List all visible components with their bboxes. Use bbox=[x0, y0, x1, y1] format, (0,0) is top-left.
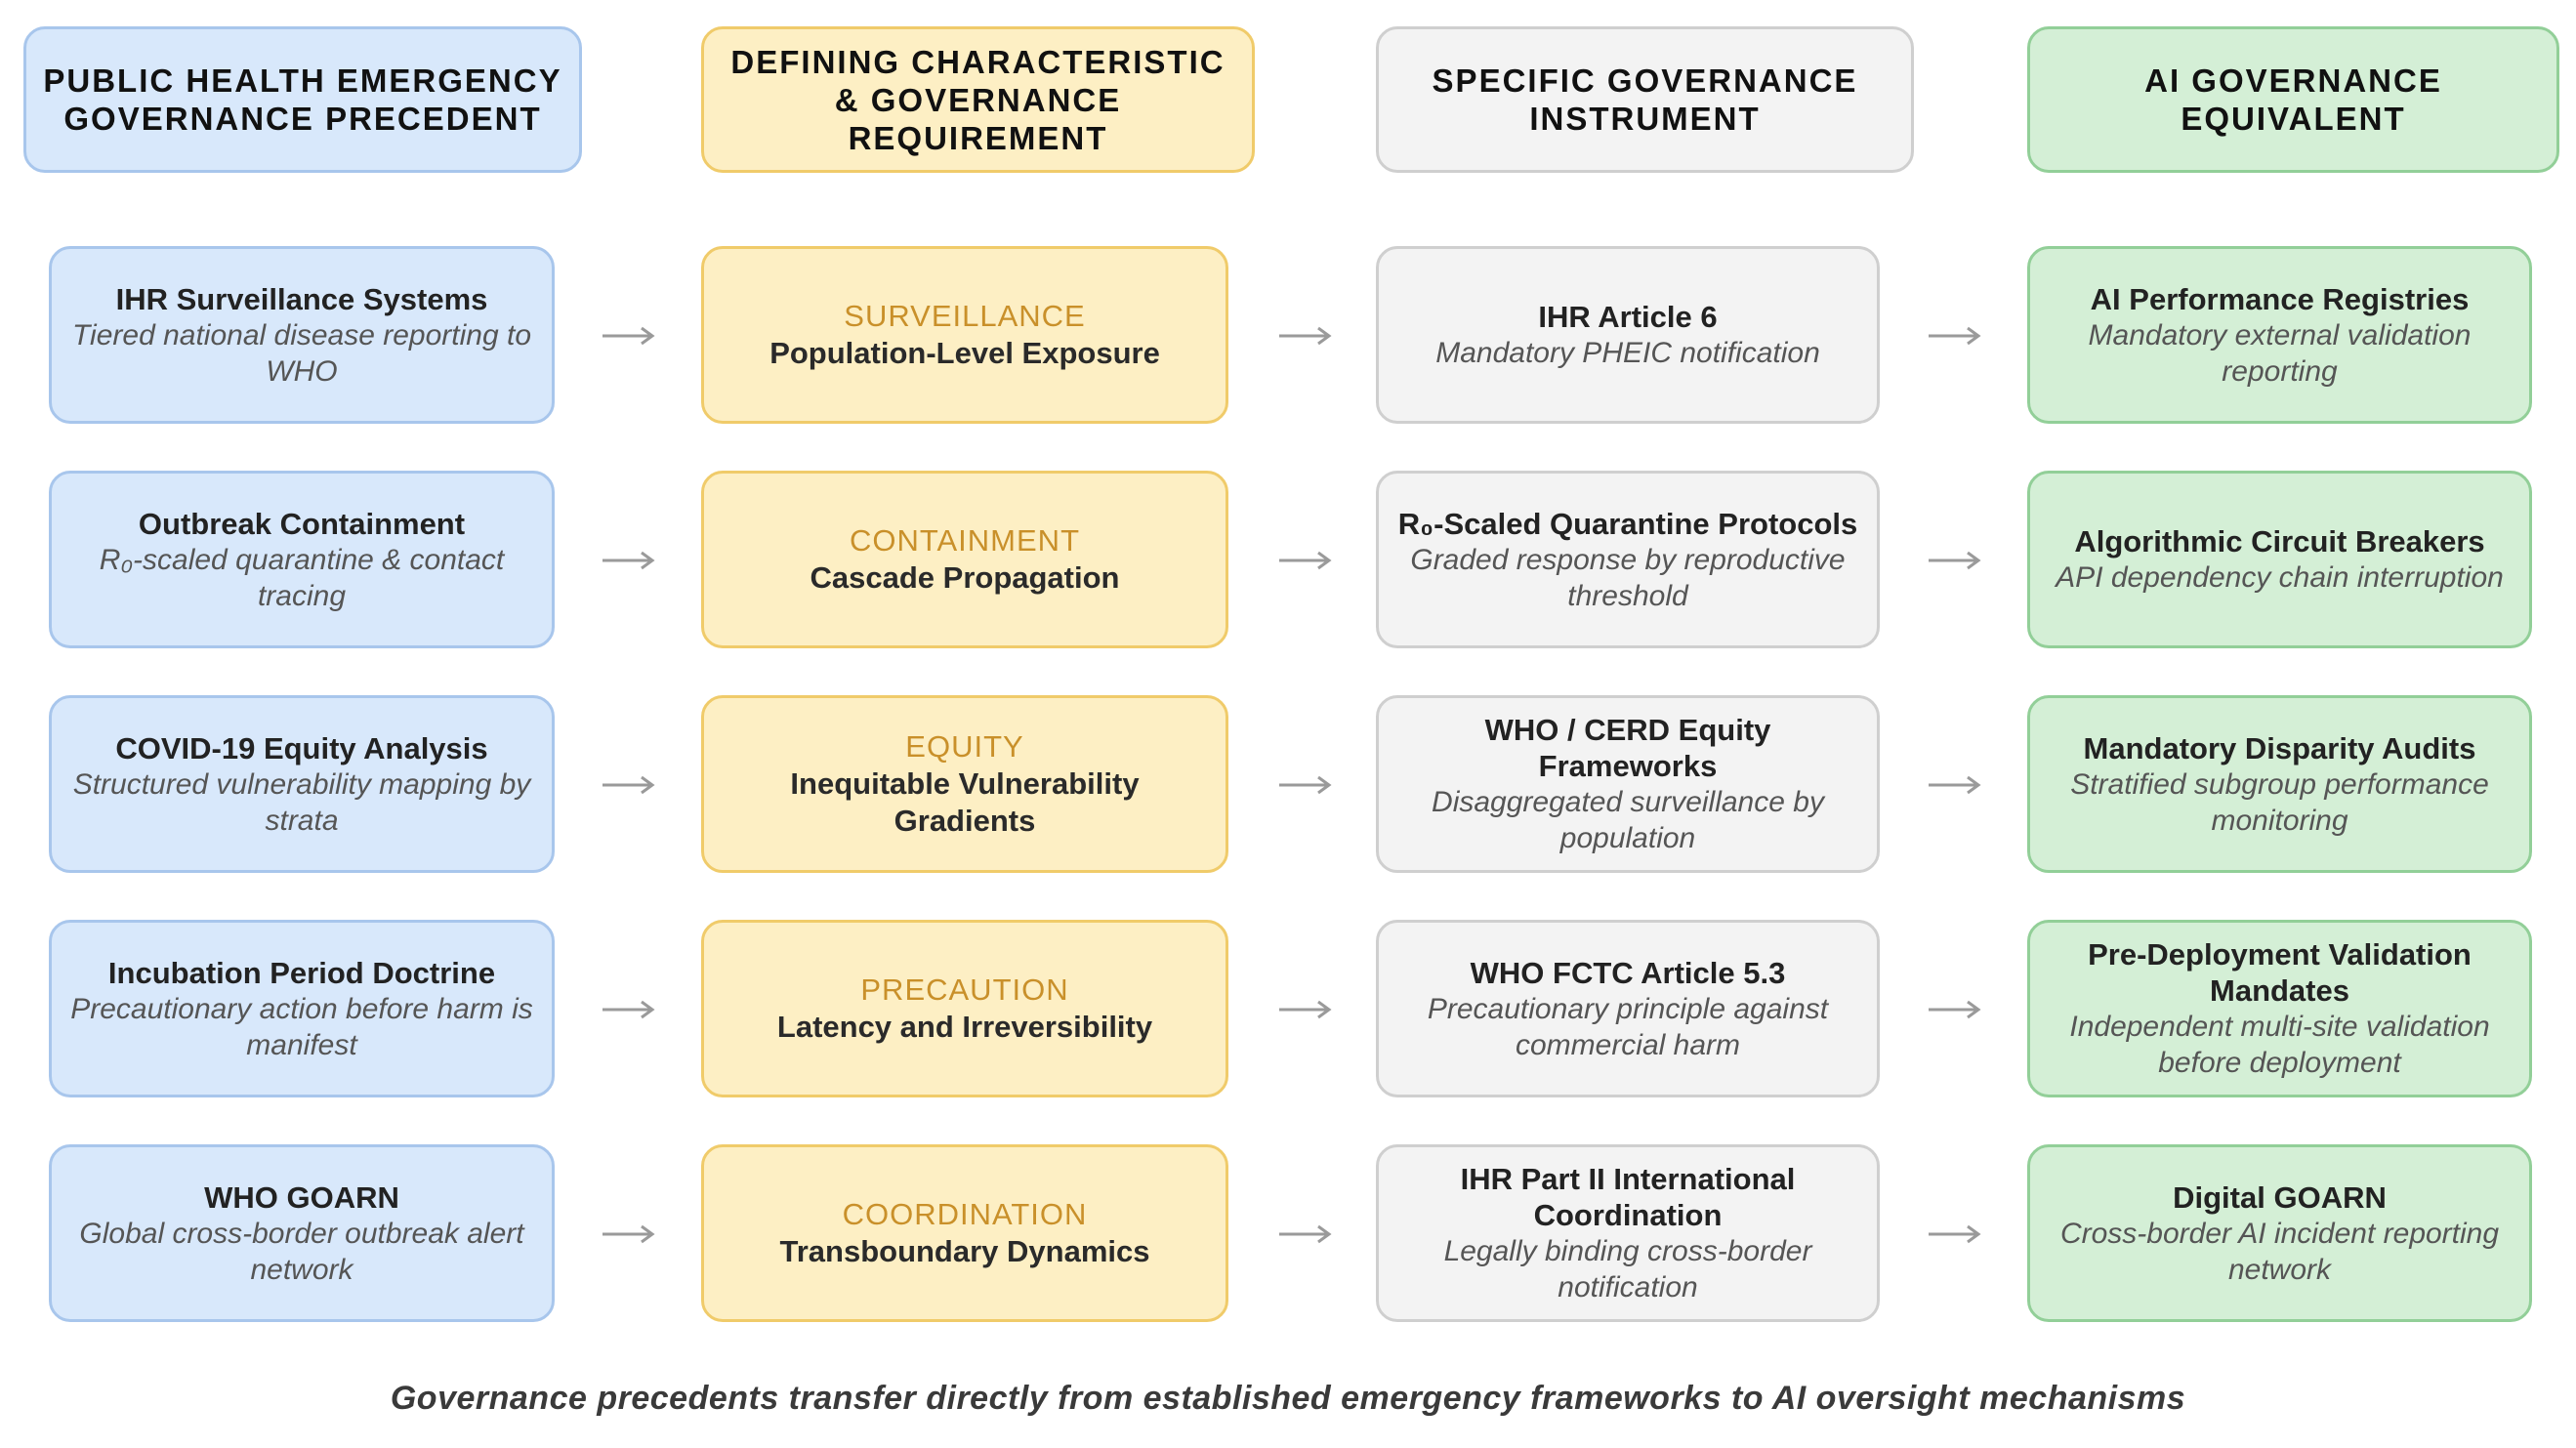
right-arrow-icon bbox=[1929, 1224, 1981, 1244]
precedent-desc: Precautionary action before harm is mani… bbox=[70, 992, 533, 1061]
characteristic-requirement: Cascade Propagation bbox=[810, 560, 1120, 595]
ai-box: AI Performance Registries Mandatory exte… bbox=[2027, 246, 2532, 424]
characteristic-requirement: Transboundary Dynamics bbox=[779, 1234, 1150, 1268]
instrument-title: WHO / CERD Equity Frameworks bbox=[1484, 713, 1771, 783]
ai-desc: Independent multi-site validation before… bbox=[2069, 1011, 2490, 1079]
precedent-title: IHR Surveillance Systems bbox=[115, 281, 488, 316]
instrument-box: WHO FCTC Article 5.3 Precautionary princ… bbox=[1376, 920, 1880, 1097]
characteristic-category: SURVEILLANCE bbox=[844, 299, 1086, 333]
right-arrow-icon bbox=[1929, 775, 1981, 795]
characteristic-category: CONTAINMENT bbox=[849, 523, 1081, 558]
characteristic-box: SURVEILLANCE Population-Level Exposure bbox=[701, 246, 1228, 424]
precedent-desc: Tiered national disease reporting to WHO bbox=[71, 318, 532, 388]
right-arrow-icon bbox=[602, 326, 655, 346]
ai-box: Mandatory Disparity Audits Stratified su… bbox=[2027, 695, 2532, 873]
right-arrow-icon bbox=[1279, 551, 1332, 570]
precedent-title: Outbreak Containment bbox=[138, 506, 466, 541]
precedent-title: COVID-19 Equity Analysis bbox=[115, 730, 488, 765]
instrument-title: IHR Article 6 bbox=[1538, 300, 1718, 334]
characteristic-box: COORDINATION Transboundary Dynamics bbox=[701, 1144, 1228, 1322]
right-arrow-icon bbox=[1279, 775, 1332, 795]
right-arrow-icon bbox=[602, 1000, 655, 1019]
precedent-desc: Global cross-border outbreak alert netwo… bbox=[79, 1217, 524, 1286]
instrument-box: R₀-Scaled Quarantine Protocols Graded re… bbox=[1376, 471, 1880, 648]
instrument-title: R₀-Scaled Quarantine Protocols bbox=[1397, 506, 1858, 541]
characteristic-category: COORDINATION bbox=[842, 1197, 1088, 1231]
ai-title: Digital GOARN bbox=[2173, 1179, 2387, 1215]
ai-box: Digital GOARN Cross-border AI incident r… bbox=[2027, 1144, 2532, 1322]
precedent-box: Incubation Period Doctrine Precautionary… bbox=[49, 920, 555, 1097]
right-arrow-icon bbox=[1279, 326, 1332, 346]
characteristic-category: PRECAUTION bbox=[860, 972, 1069, 1007]
characteristic-requirement: Inequitable Vulnerability Gradients bbox=[790, 766, 1140, 838]
instrument-desc: Legally binding cross-border notificatio… bbox=[1443, 1235, 1812, 1303]
characteristic-requirement: Population-Level Exposure bbox=[769, 336, 1160, 370]
ai-title: Algorithmic Circuit Breakers bbox=[2074, 524, 2485, 559]
instrument-title: WHO FCTC Article 5.3 bbox=[1470, 955, 1786, 990]
ai-box: Algorithmic Circuit Breakers API depende… bbox=[2027, 471, 2532, 648]
instrument-desc: Mandatory PHEIC notification bbox=[1435, 337, 1820, 369]
characteristic-box: EQUITY Inequitable Vulnerability Gradien… bbox=[701, 695, 1228, 873]
ai-title: AI Performance Registries bbox=[2090, 281, 2470, 316]
characteristic-box: CONTAINMENT Cascade Propagation bbox=[701, 471, 1228, 648]
ai-title: Mandatory Disparity Audits bbox=[2083, 730, 2476, 765]
ai-desc: Stratified subgroup performance monitori… bbox=[2070, 767, 2489, 837]
header-text: DEFINING CHARACTERISTIC& GOVERNANCE REQU… bbox=[730, 43, 1226, 156]
ai-desc: Mandatory external validation reporting bbox=[2088, 318, 2472, 388]
right-arrow-icon bbox=[602, 775, 655, 795]
right-arrow-icon bbox=[1929, 1000, 1981, 1019]
right-arrow-icon bbox=[602, 551, 655, 570]
right-arrow-icon bbox=[1929, 551, 1981, 570]
ai-desc: API dependency chain interruption bbox=[2056, 561, 2504, 594]
ai-title: Pre-Deployment Validation Mandates bbox=[2088, 937, 2472, 1008]
instrument-box: WHO / CERD Equity Frameworks Disaggregat… bbox=[1376, 695, 1880, 873]
ai-box: Pre-Deployment Validation Mandates Indep… bbox=[2027, 920, 2532, 1097]
right-arrow-icon bbox=[1279, 1000, 1332, 1019]
precedent-desc: Structured vulnerability mapping by stra… bbox=[72, 767, 531, 837]
precedent-box: WHO GOARN Global cross-border outbreak a… bbox=[49, 1144, 555, 1322]
figure-caption: Governance precedents transfer directly … bbox=[390, 1380, 2186, 1417]
instrument-desc: Disaggregated surveillance by population bbox=[1432, 786, 1824, 854]
characteristic-requirement: Latency and Irreversibility bbox=[776, 1010, 1153, 1044]
precedent-title: Incubation Period Doctrine bbox=[107, 955, 496, 990]
right-arrow-icon bbox=[602, 1224, 655, 1244]
precedent-title: WHO GOARN bbox=[204, 1179, 399, 1215]
instrument-box: IHR Article 6 Mandatory PHEIC notificati… bbox=[1376, 246, 1880, 424]
precedent-box: IHR Surveillance Systems Tiered national… bbox=[49, 246, 555, 424]
precedent-box: COVID-19 Equity Analysis Structured vuln… bbox=[49, 695, 555, 873]
right-arrow-icon bbox=[1279, 1224, 1332, 1244]
instrument-desc: Graded response by reproductive threshol… bbox=[1410, 543, 1846, 612]
characteristic-category: EQUITY bbox=[905, 729, 1024, 764]
characteristic-box: PRECAUTION Latency and Irreversibility bbox=[701, 920, 1228, 1097]
instrument-title: IHR Part II International Coordination bbox=[1460, 1162, 1796, 1232]
instrument-desc: Precautionary principle against commerci… bbox=[1427, 992, 1829, 1061]
instrument-box: IHR Part II International Coordination L… bbox=[1376, 1144, 1880, 1322]
right-arrow-icon bbox=[1929, 326, 1981, 346]
header-characteristic: DEFINING CHARACTERISTIC& GOVERNANCE REQU… bbox=[701, 26, 1255, 173]
ai-desc: Cross-border AI incident reporting netwo… bbox=[2059, 1217, 2500, 1286]
precedent-box: Outbreak Containment R₀-scaled quarantin… bbox=[49, 471, 555, 648]
precedent-desc: R₀-scaled quarantine & contact tracing bbox=[99, 543, 505, 612]
